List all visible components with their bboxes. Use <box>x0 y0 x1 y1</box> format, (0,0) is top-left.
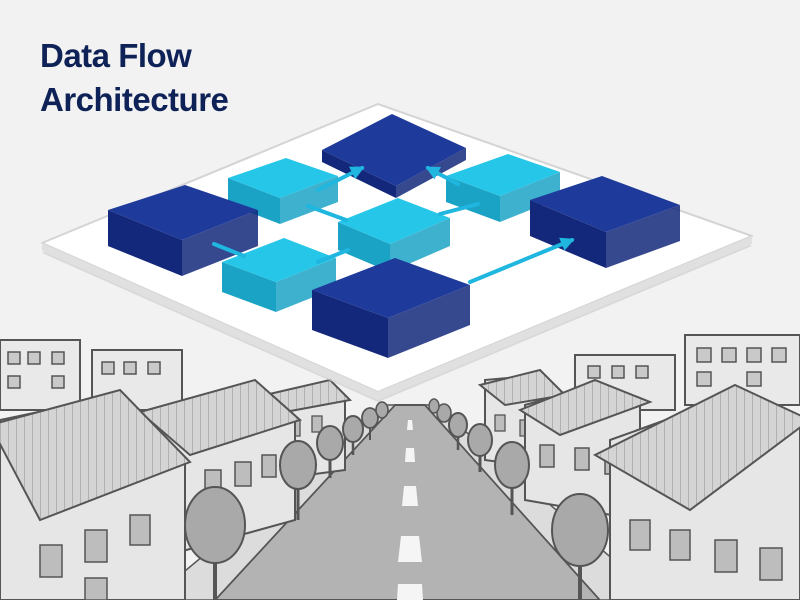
building <box>0 388 192 600</box>
block-side-face <box>446 176 500 222</box>
flow-arrow-light-lower-left-to-light-center <box>316 248 350 264</box>
block-light-lower-left <box>222 238 336 312</box>
flow-arrow-light-upper-left-to-light-center <box>306 204 348 222</box>
block-dark-right <box>530 176 680 268</box>
tree <box>494 441 530 515</box>
block-side-face <box>276 258 336 312</box>
block-top-face <box>446 154 560 196</box>
flow-line <box>438 202 480 216</box>
block-side-face <box>530 200 606 268</box>
title-line-1: Data Flow <box>40 37 192 74</box>
tree <box>316 425 344 478</box>
block-light-center <box>338 198 450 272</box>
building <box>592 383 800 600</box>
building <box>0 339 81 411</box>
flow-arrow-light-center-to-light-upper-right <box>438 202 480 216</box>
block-top-face <box>530 176 680 232</box>
flow-line <box>468 238 574 284</box>
block-side-face <box>606 205 680 268</box>
data-flow-blocks <box>108 114 680 358</box>
block-side-face <box>182 210 258 276</box>
tree <box>184 486 246 600</box>
block-top-face <box>222 238 336 282</box>
arrowhead-icon <box>349 166 365 180</box>
tree <box>467 423 493 472</box>
block-dark-bottom <box>312 258 470 358</box>
flow-arrow-dark-left-to-light-lower-left <box>212 242 246 258</box>
building <box>91 349 183 411</box>
tree <box>375 401 389 419</box>
block-side-face <box>390 218 450 272</box>
block-side-face <box>228 178 280 224</box>
page-title: Data Flow Architecture <box>40 34 229 122</box>
tree <box>361 407 379 440</box>
block-top-face <box>338 198 450 244</box>
flow-arrow-dark-bottom-to-dark-right <box>468 237 575 284</box>
road-markings <box>397 420 423 600</box>
flow-arrow-light-upper-left-to-dark-top <box>316 166 365 192</box>
tree <box>342 415 364 455</box>
block-top-face <box>108 185 258 240</box>
block-dark-left <box>108 185 258 276</box>
block-top-face <box>312 258 470 318</box>
block-top-face <box>228 158 338 198</box>
building <box>684 334 800 406</box>
flow-line <box>212 242 246 258</box>
block-side-face <box>108 210 182 276</box>
block-top-face <box>322 114 466 186</box>
block-side-face <box>388 285 470 358</box>
city-background <box>0 334 800 600</box>
block-light-upper-right <box>446 154 560 222</box>
title-line-2: Architecture <box>40 81 229 118</box>
arrowhead-icon <box>425 166 441 180</box>
flow-arrow-light-upper-right-to-dark-top <box>425 166 460 186</box>
flow-line <box>306 204 348 222</box>
tree <box>279 440 317 520</box>
block-side-face <box>338 222 390 272</box>
block-side-face <box>312 290 388 358</box>
block-side-face <box>222 262 276 312</box>
tree <box>428 398 440 414</box>
arrowhead-icon <box>559 237 575 251</box>
tree <box>436 403 452 423</box>
block-side-face <box>500 172 560 222</box>
flow-line <box>316 248 350 264</box>
tree <box>448 412 468 450</box>
tree <box>551 493 609 600</box>
